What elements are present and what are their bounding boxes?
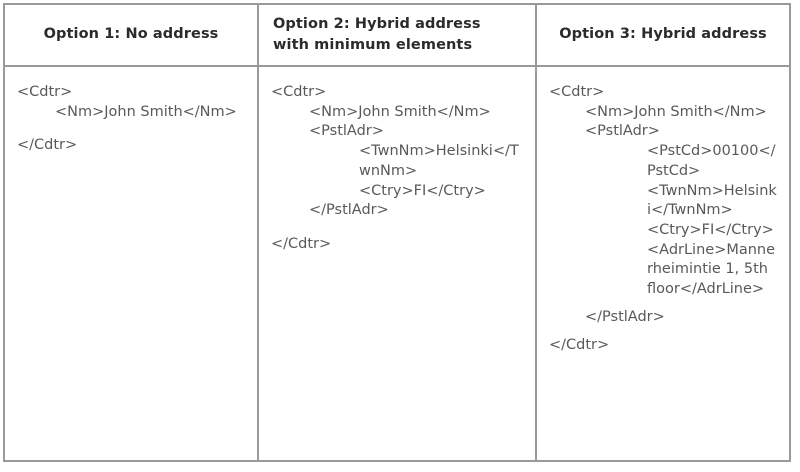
body-cell-option-1: <Cdtr> <Nm>John Smith</Nm> </Cdtr> bbox=[5, 67, 257, 460]
code-line: </PstlAdr> bbox=[309, 202, 389, 219]
header-cell-inner-option-2: Option 2: Hybrid address with minimum el… bbox=[259, 5, 535, 65]
code-spacer bbox=[549, 328, 777, 336]
code-spacer bbox=[17, 122, 245, 136]
code-line: <Ctry>FI</Ctry> bbox=[359, 182, 486, 199]
code-line: <PstlAdr> bbox=[309, 123, 384, 140]
code-cell-option-3: <Cdtr> <Nm>John Smith</Nm> <PstlAdr> <PstCd… bbox=[537, 67, 789, 460]
header-cell-inner-option-3: Option 3: Hybrid address bbox=[537, 5, 789, 65]
column-header-option-3: Option 3: Hybrid address bbox=[559, 26, 767, 43]
code-line: <Cdtr> bbox=[271, 84, 327, 100]
xml-snippet-option-1: <Cdtr> <Nm>John Smith</Nm> </Cdtr> bbox=[17, 83, 245, 156]
code-line: </PstlAdr> bbox=[585, 308, 665, 325]
code-line: <TwnNm>Helsinki</TwnNm> bbox=[647, 182, 777, 219]
code-line: </Cdtr> bbox=[549, 336, 610, 353]
options-comparison-table: Option 1: No address Option 2: Hybrid ad… bbox=[3, 3, 791, 462]
column-header-option-1: Option 1: No address bbox=[43, 26, 219, 43]
code-cell-option-1: <Cdtr> <Nm>John Smith</Nm> </Cdtr> bbox=[5, 67, 257, 460]
code-line: </Cdtr> bbox=[271, 236, 332, 253]
code-line: <PstlAdr> bbox=[585, 123, 660, 140]
code-spacer bbox=[549, 300, 777, 308]
code-line: <Nm>John Smith</Nm> bbox=[585, 103, 767, 120]
header-cell-option-3: Option 3: Hybrid address bbox=[537, 5, 789, 65]
code-line: </Cdtr> bbox=[17, 137, 78, 154]
code-line: <Nm>John Smith</Nm> bbox=[55, 103, 237, 120]
body-cell-option-3: <Cdtr> <Nm>John Smith</Nm> <PstlAdr> <PstCd… bbox=[537, 67, 789, 460]
code-line: <Cdtr> bbox=[17, 84, 73, 100]
header-cell-option-1: Option 1: No address bbox=[5, 5, 257, 65]
code-line: <Nm>John Smith</Nm> bbox=[309, 103, 491, 120]
header-cell-inner-option-1: Option 1: No address bbox=[5, 5, 257, 65]
column-header-option-2: Option 2: Hybrid address with minimum el… bbox=[273, 15, 481, 53]
code-line: <PstCd>00100</PstCd> bbox=[647, 143, 776, 179]
table-body-row: <Cdtr><Nm>John Smith</Nm></Cdtr> <Cdtr><… bbox=[5, 67, 789, 460]
code-line: <TwnNm>Helsinki</TwnNm> bbox=[359, 143, 519, 179]
table-grid: Option 1: No address Option 2: Hybrid ad… bbox=[5, 5, 789, 460]
code-spacer bbox=[271, 221, 523, 235]
header-cell-option-2: Option 2: Hybrid address with minimum el… bbox=[257, 5, 537, 65]
code-cell-option-2: <Cdtr> <Nm>John Smith</Nm> <PstlAdr> <TwnNm… bbox=[259, 67, 535, 460]
body-cell-option-2: <Cdtr> <Nm>John Smith</Nm> <PstlAdr> <TwnNm… bbox=[257, 67, 537, 460]
code-line: <Ctry>FI</Ctry> bbox=[647, 222, 774, 239]
code-line: <Cdtr> bbox=[549, 84, 605, 100]
xml-snippet-option-3: <Cdtr> <Nm>John Smith</Nm> <PstlAdr> <PstCd… bbox=[549, 83, 777, 355]
table-header-row: Option 1: No address Option 2: Hybrid ad… bbox=[5, 5, 789, 67]
code-line: <AdrLine>Mannerheimintie 1, 5th floor</A… bbox=[647, 241, 776, 298]
xml-snippet-option-2: <Cdtr> <Nm>John Smith</Nm> <PstlAdr> <TwnNm… bbox=[271, 83, 523, 255]
